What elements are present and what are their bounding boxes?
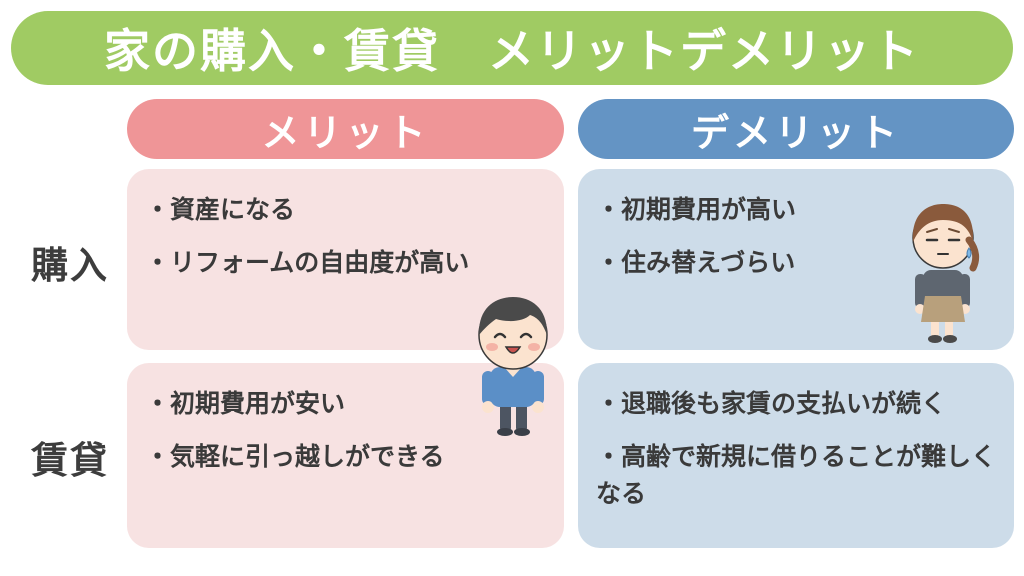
list-item: ・初期費用が高い [596,195,797,224]
list-item: ・資産になる [145,195,296,224]
row-label-rent: 賃貸 [31,439,109,482]
list-item: ・高齢で新規に借りることが難しくなる [596,442,997,508]
cell-rent-demerit: ・退職後も家賃の支払いが続く ・高齢で新規に借りることが難しくなる [578,363,1014,548]
list-item: ・初期費用が安い [145,389,346,418]
page-title: 家の購入・賃貸 メリットデメリット [104,24,920,78]
smiling-boy-icon [478,297,548,436]
list-item: ・リフォームの自由度が高い [145,248,470,277]
demerit-header: デメリット [578,99,1014,159]
title-banner: 家の購入・賃貸 メリットデメリット [11,11,1013,85]
demerit-header-label: デメリット [690,110,901,155]
list-item: ・住み替えづらい [596,248,796,277]
list-item: ・気軽に引っ越しができる [145,442,445,471]
list-item: ・退職後も家賃の支払いが続く [596,389,947,418]
merit-header-label: メリット [261,110,430,155]
merit-header: メリット [127,99,564,159]
cell-buy-merit: ・資産になる ・リフォームの自由度が高い [127,169,564,350]
worried-woman-icon [912,204,980,343]
row-label-buy: 購入 [31,244,109,287]
